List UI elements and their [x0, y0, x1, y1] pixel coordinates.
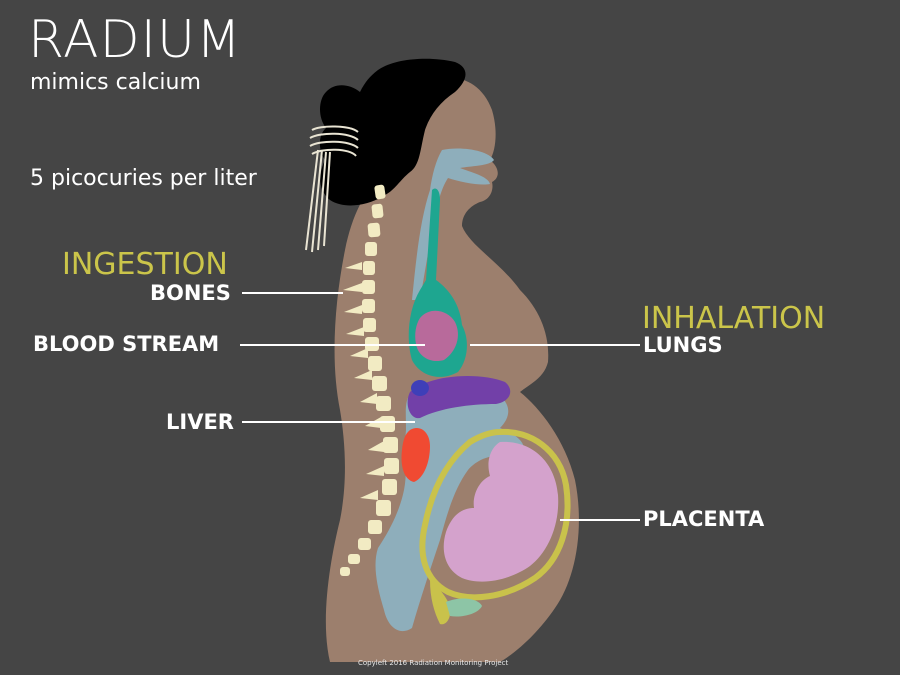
nasal-airway: [412, 148, 494, 300]
inhalation-heading: INHALATION: [642, 301, 826, 336]
stomach: [407, 376, 511, 419]
lungs-label: LUNGS: [643, 333, 723, 357]
hair-tie: [305, 125, 359, 253]
placenta: [419, 428, 571, 601]
liver-label: LIVER: [166, 410, 234, 434]
blood-stream-label: BLOOD STREAM: [33, 332, 220, 356]
liver: [401, 427, 430, 482]
ingestion-heading: INGESTION: [62, 247, 228, 282]
bones-label: BONES: [150, 281, 231, 305]
copyright-text: Copyleft 2016 Radiation Monitoring Proje…: [358, 659, 509, 667]
heart: [415, 310, 458, 362]
hair: [319, 58, 466, 206]
cervix: [430, 580, 451, 625]
spine: [340, 184, 399, 576]
gallbladder: [411, 380, 429, 396]
concentration-text: 5 picocuries per liter: [30, 166, 257, 191]
bladder: [446, 598, 482, 617]
page-title: RADIUM: [28, 10, 242, 70]
fetus: [443, 441, 559, 582]
page-subtitle: mimics calcium: [30, 70, 201, 95]
placenta-label: PLACENTA: [643, 507, 765, 531]
